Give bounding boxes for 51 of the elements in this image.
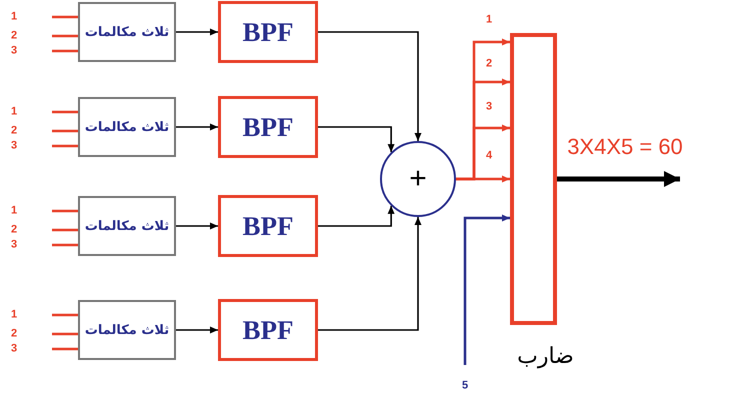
edge-label: 2	[10, 30, 18, 42]
edge-label: 1	[10, 12, 18, 22]
arrow	[557, 171, 680, 187]
adder-circle: +	[380, 141, 456, 217]
call-box: ثلاث مكالمات	[78, 2, 176, 62]
edge-label: 2	[484, 58, 494, 70]
edge-label: 3	[484, 102, 494, 112]
filter-box: BPF	[218, 195, 318, 257]
edge-label: 2	[10, 126, 18, 136]
arrow	[318, 206, 395, 227]
call-box: ثلاث مكالمات	[78, 97, 176, 157]
signal-line	[52, 348, 78, 350]
edge-label: 2	[10, 224, 18, 236]
multiplier-box	[510, 33, 557, 325]
edge-label: 4	[484, 150, 494, 161]
call-box: ثلاث مكالمات	[78, 196, 176, 256]
call-box: ثلاث مكالمات	[78, 300, 176, 360]
arrow	[176, 124, 218, 130]
edge-label: 1	[10, 206, 18, 216]
arrow	[318, 217, 422, 331]
signal-line	[52, 314, 78, 316]
arrow	[456, 176, 510, 182]
signal-line	[52, 16, 78, 18]
edge-label: 1	[10, 310, 18, 320]
signal-line	[52, 130, 78, 132]
signal-line	[52, 228, 78, 232]
signal-line	[52, 332, 78, 336]
arrow	[176, 28, 218, 36]
edge-label: 5	[460, 380, 470, 392]
arrow	[318, 31, 422, 141]
edge-label: 3	[10, 46, 18, 56]
arrow	[176, 222, 218, 230]
arrow	[176, 326, 218, 334]
multiplier-label: ضارب	[516, 346, 575, 368]
edge-label: 3	[10, 344, 18, 354]
filter-box: BPF	[218, 299, 318, 361]
edge-label: 2	[10, 328, 18, 340]
edge-label: 1	[10, 106, 18, 118]
signal-line	[52, 34, 78, 38]
filter-box: BPF	[218, 1, 318, 63]
signal-line	[52, 50, 78, 52]
arrow	[318, 126, 395, 152]
edge-label: 3	[10, 140, 18, 152]
signal-line	[52, 244, 78, 246]
signal-line	[52, 110, 78, 114]
signal-line	[52, 144, 78, 148]
edge-label: 1	[484, 14, 494, 26]
signal-line	[52, 210, 78, 212]
edge-label: 3	[10, 240, 18, 250]
filter-box: BPF	[218, 96, 318, 158]
arrow	[464, 214, 510, 365]
